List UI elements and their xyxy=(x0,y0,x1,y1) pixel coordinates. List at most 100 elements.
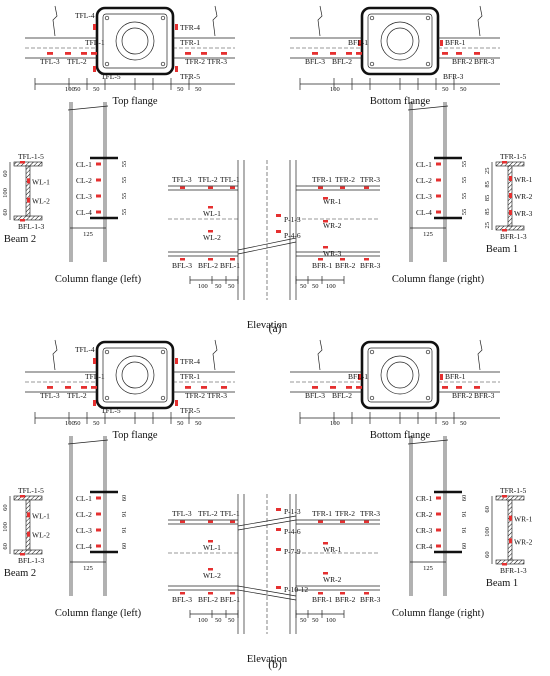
dim-100: 100 xyxy=(326,283,336,290)
strain-gauge xyxy=(356,52,362,55)
label-tfr-1: TFR-1 xyxy=(180,372,200,381)
label-bfl-3: BFL-3 xyxy=(305,391,325,400)
label-wl-2: WL-2 xyxy=(203,233,221,242)
dim-0: 55 xyxy=(121,161,128,168)
label-bfl-3: BFL-3 xyxy=(172,261,192,270)
label-flange-top: TFL-1-5 xyxy=(18,486,44,495)
dim-1: 91 xyxy=(461,511,468,518)
strain-gauge xyxy=(96,544,101,548)
label-column_left-3: CL-4 xyxy=(76,208,92,217)
dim-50: 50 xyxy=(460,86,467,93)
dim-125: 125 xyxy=(423,231,433,238)
label-tfl-3: TFL-3 xyxy=(172,175,192,184)
strain-gauge xyxy=(20,161,25,164)
strain-gauge xyxy=(312,386,318,389)
label-bfl-2: BFL-2 xyxy=(198,261,218,270)
label-tfl-5: TFL-5 xyxy=(101,72,121,81)
strain-gauge xyxy=(96,178,101,182)
strain-gauge xyxy=(436,162,441,166)
strain-gauge xyxy=(175,400,178,406)
dim-100: 100 xyxy=(198,617,208,624)
strain-gauge xyxy=(276,508,281,511)
strain-gauge xyxy=(474,386,480,389)
label-web-1: WL-1 xyxy=(32,511,50,520)
caption-column_left: Column flange (left) xyxy=(55,274,142,285)
strain-gauge xyxy=(93,358,96,364)
strain-gauge xyxy=(436,210,441,214)
label-bfr-3: BFR-3 xyxy=(360,595,381,604)
label-bfr-1: BFR-1 xyxy=(312,261,333,270)
strain-gauge xyxy=(340,592,345,595)
dim-2: 55 xyxy=(121,193,128,200)
label-web-1: WR-1 xyxy=(514,175,533,184)
caption-top-flange: Top flange xyxy=(112,430,157,441)
label-bfr-3: BFR-3 xyxy=(474,391,495,400)
label-web-2: WL-2 xyxy=(32,197,50,206)
strain-gauge xyxy=(27,178,30,184)
label-bfl-1: BFL-1 xyxy=(220,595,240,604)
label-p-10-12: P-10-12 xyxy=(284,585,308,594)
label-column_right-0: CR-1 xyxy=(416,494,433,503)
strain-gauge xyxy=(323,246,328,249)
strain-gauge xyxy=(358,40,361,46)
strain-gauge xyxy=(20,219,25,222)
caption-column_left: Column flange (left) xyxy=(55,608,142,619)
dim-100: 100 xyxy=(65,86,75,93)
label-column_left-3: CL-4 xyxy=(76,542,92,551)
dim-50: 50 xyxy=(74,420,81,427)
strain-gauge xyxy=(180,186,185,189)
strain-gauge xyxy=(81,386,87,389)
label-wr-3: WR-3 xyxy=(323,249,342,258)
strain-gauge xyxy=(436,544,441,548)
strain-gauge xyxy=(208,540,213,543)
strain-gauge xyxy=(502,495,507,498)
strain-gauge xyxy=(93,66,96,72)
strain-gauge xyxy=(323,197,328,200)
caption-beam_left: Beam 2 xyxy=(4,234,36,245)
label-column_left-0: CL-1 xyxy=(76,494,92,503)
dim-1: 100 xyxy=(2,522,9,532)
strain-gauge xyxy=(208,206,213,209)
label-bfr-2: BFR-2 xyxy=(335,261,356,270)
label-tfl-2: TFL-2 xyxy=(67,57,87,66)
caption-column_right: Column flange (right) xyxy=(392,274,485,285)
strain-gauge xyxy=(364,258,369,261)
label-tfl-2: TFL-2 xyxy=(198,509,218,518)
strain-gauge xyxy=(175,66,178,72)
strain-gauge xyxy=(440,374,443,380)
label-tfl-4: TFL-4 xyxy=(75,11,95,20)
label-bfl-3: BFL-3 xyxy=(172,595,192,604)
label-tfr-5: TFR-5 xyxy=(180,406,200,415)
label-bfr-3b: BFR-3 xyxy=(443,72,464,81)
strain-gauge xyxy=(180,592,185,595)
caption-beam_right: Beam 1 xyxy=(486,244,518,255)
label-column_right-1: CL-2 xyxy=(416,176,432,185)
dim-125: 125 xyxy=(83,565,93,572)
dim-1: 55 xyxy=(121,177,128,184)
dim-0: 60 xyxy=(484,506,491,513)
dim-50: 50 xyxy=(93,86,100,93)
dim-0: 60 xyxy=(2,170,9,177)
strain-gauge xyxy=(96,528,101,532)
label-wl-1: WL-1 xyxy=(203,543,221,552)
strain-gauge xyxy=(436,194,441,198)
strain-gauge xyxy=(276,528,281,531)
label-column_right-3: CR-4 xyxy=(416,542,433,551)
strain-gauge xyxy=(330,386,336,389)
strain-gauge xyxy=(175,358,178,364)
strain-gauge xyxy=(456,386,462,389)
dim-3: 55 xyxy=(461,209,468,216)
strain-gauge xyxy=(208,258,213,261)
strain-gauge xyxy=(180,520,185,523)
label-bfr-1: BFR-1 xyxy=(445,38,466,47)
strain-gauge xyxy=(356,386,362,389)
strain-gauge xyxy=(346,52,352,55)
strain-gauge xyxy=(323,542,328,545)
label-tfl-3: TFL-3 xyxy=(40,391,60,400)
dim-2: 55 xyxy=(461,193,468,200)
strain-gauge xyxy=(340,520,345,523)
dim-3: 60 xyxy=(461,543,468,550)
strain-gauge xyxy=(180,258,185,261)
label-column_right-0: CL-1 xyxy=(416,160,432,169)
